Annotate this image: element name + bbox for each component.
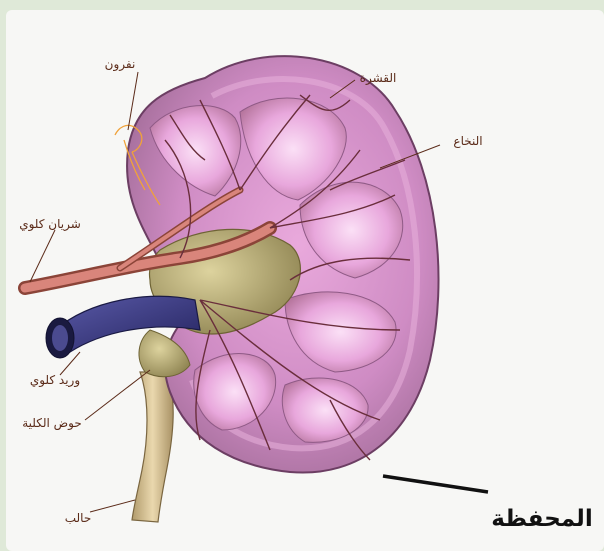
label-renal-pelvis: حوض الكلية [22, 416, 82, 431]
label-renal-artery: شريان كلوي [19, 217, 81, 232]
label-ureter: حالب [65, 511, 92, 525]
label-renal-vein: وريد كلوي [30, 373, 80, 388]
label-cortex: القشرة [360, 71, 397, 86]
label-capsule: المحفظة [491, 506, 592, 532]
label-medulla: النخاع [453, 134, 482, 148]
label-nephron: نفرون [105, 57, 136, 72]
